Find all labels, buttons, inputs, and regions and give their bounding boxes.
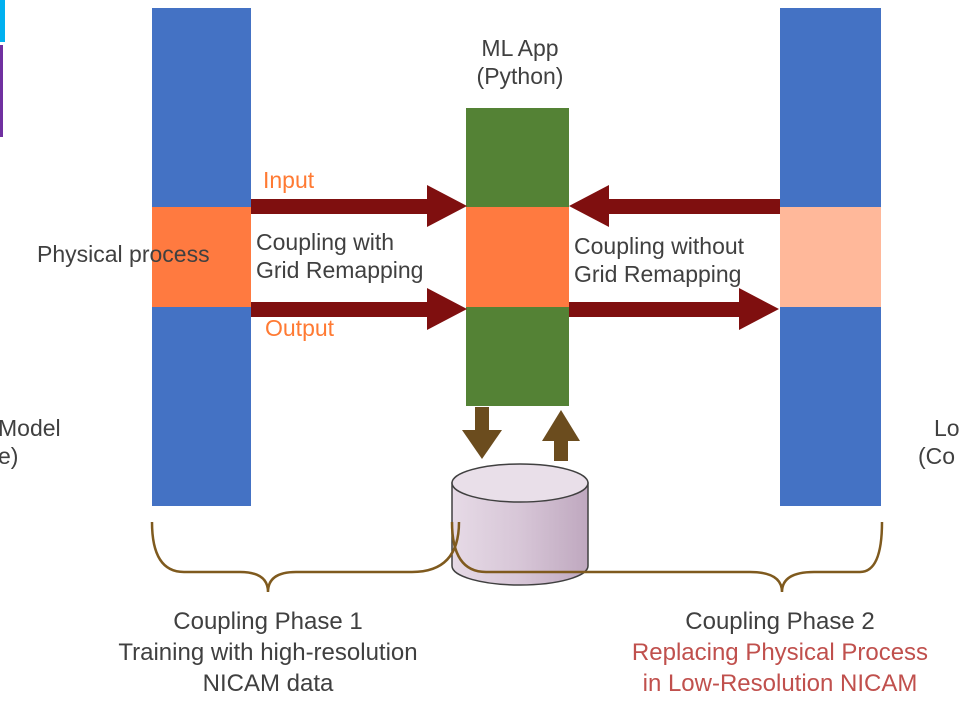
right-model-line2: (Co (918, 443, 956, 469)
up-arrow (542, 410, 580, 461)
coupling-with-line1: Coupling with (256, 229, 395, 255)
coupling-with-remapping-label: Coupling with Grid Remapping (256, 228, 423, 284)
phase-1-caption: Coupling Phase 1 Training with high-reso… (28, 606, 508, 699)
right-model-line1: Lo (934, 415, 960, 441)
phase-2-desc-line2: in Low-Resolution NICAM (642, 670, 918, 697)
input-arrow (251, 185, 467, 227)
left-physical-process-block (152, 207, 251, 307)
left-edge-fragment-cyan (0, 0, 5, 42)
left-model-line2: e) (0, 443, 19, 469)
input-label: Input (263, 167, 315, 193)
left-model-column (152, 8, 251, 506)
coupling-without-line1: Coupling without (574, 233, 745, 259)
ml-physical-process-block (466, 207, 569, 307)
right-model-column (780, 8, 881, 506)
left-edge-fragment-purple (0, 45, 3, 137)
phase-2-title: Coupling Phase 2 (685, 608, 875, 635)
phase-2-caption: Coupling Phase 2 Replacing Physical Proc… (560, 606, 966, 699)
output-arrow (251, 288, 467, 330)
ml-app-title: ML App (481, 35, 559, 61)
ml-app-label: ML App (Python) (455, 34, 585, 90)
coupling-with-line2: Grid Remapping (256, 257, 424, 283)
output-label: Output (265, 315, 335, 341)
coupling-without-line2: Grid Remapping (574, 261, 742, 287)
return-arrow-right (569, 288, 779, 330)
ml-app-column (466, 108, 569, 406)
right-model-label: Lo (Co (918, 414, 960, 470)
return-arrow-left (569, 185, 780, 227)
right-physical-process-block (780, 207, 881, 307)
phase-1-title: Coupling Phase 1 (173, 608, 363, 635)
database-cylinder (451, 463, 589, 586)
down-arrow (462, 407, 502, 459)
phase-1-desc-line2: NICAM data (202, 670, 334, 697)
phase-2-desc-line1: Replacing Physical Process (631, 639, 929, 666)
phase-1-desc-line1: Training with high-resolution (118, 639, 418, 666)
ml-app-subtitle: (Python) (476, 63, 564, 89)
phase-2-brace (450, 521, 884, 593)
coupling-without-remapping-label: Coupling without Grid Remapping (574, 232, 744, 288)
left-model-label: Model e) (0, 414, 61, 470)
physical-process-label: Physical process (37, 241, 210, 267)
phase-1-brace (150, 521, 461, 593)
left-model-line1: Model (0, 415, 61, 441)
